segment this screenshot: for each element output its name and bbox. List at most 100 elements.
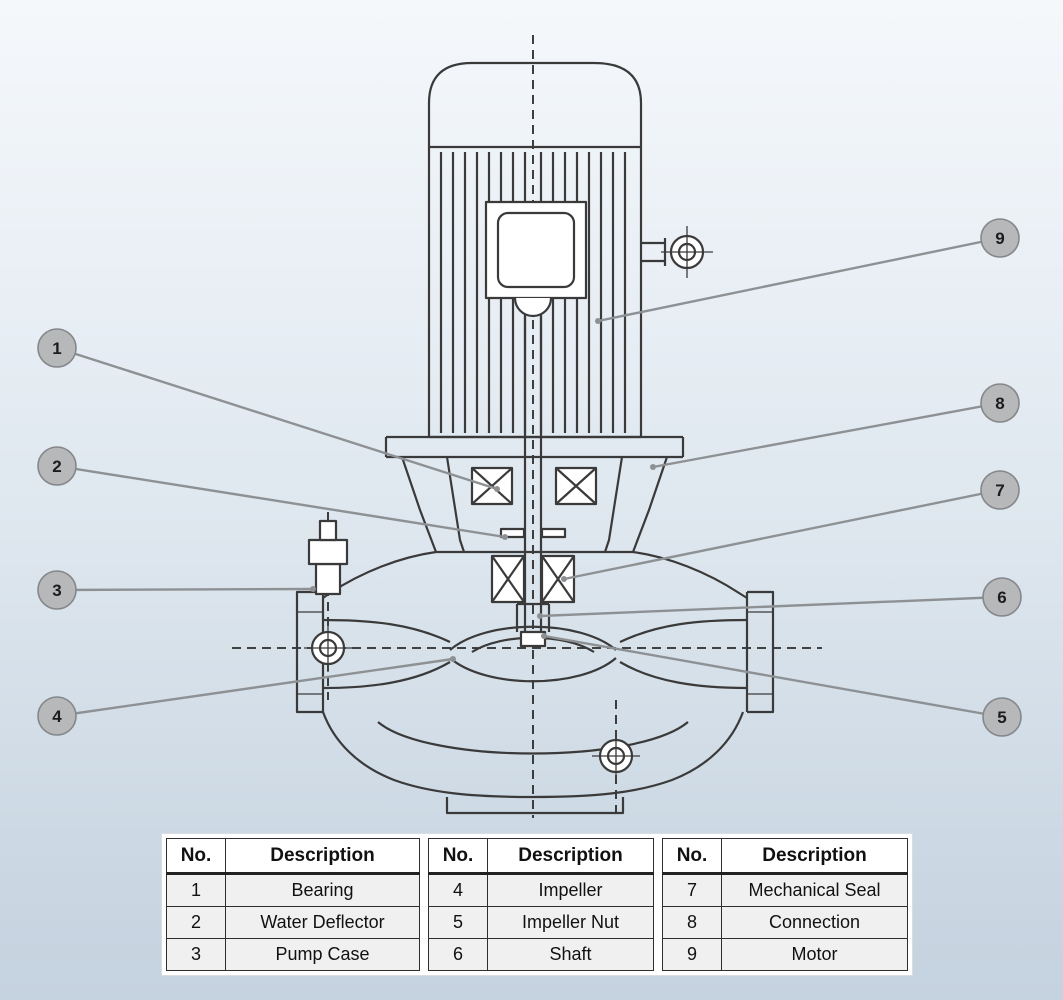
part-no-cell: 8 (662, 906, 722, 939)
leader-line-7 (563, 488, 1001, 581)
callout-number-9: 9 (995, 229, 1004, 248)
drain-plug-crosshair (592, 732, 640, 780)
part-description-cell: Motor (721, 938, 908, 971)
leader-line-2 (56, 464, 506, 539)
table-row: 7 Mechanical Seal (662, 873, 908, 907)
table-row: 9 Motor (662, 938, 908, 971)
leader-dot-3 (310, 586, 316, 592)
callout-3: 3 (37, 570, 316, 610)
leader-line-9 (597, 236, 1001, 323)
motor-pump-connection (384, 435, 685, 554)
parts-table-1: No. Description 1 Bearing 2 Water Deflec… (166, 838, 420, 971)
callout-circle-5 (982, 697, 1022, 737)
col-header-no: No. (428, 838, 488, 875)
table-row: 8 Connection (662, 906, 908, 939)
callout-number-4: 4 (52, 707, 62, 726)
callout-5: 5 (541, 633, 1022, 737)
part-no-cell: 5 (428, 906, 488, 939)
part-description-cell: Mechanical Seal (721, 873, 908, 907)
callout-number-7: 7 (995, 481, 1004, 500)
table-row: 3 Pump Case (166, 938, 420, 971)
part-no-cell: 7 (662, 873, 722, 907)
parts-tables-panel: No. Description 1 Bearing 2 Water Deflec… (161, 833, 913, 976)
leader-dot-6 (537, 613, 543, 619)
leader-dot-2 (502, 534, 508, 540)
callout-circle-9 (980, 218, 1020, 258)
table-row: 4 Impeller (428, 873, 654, 907)
table-header-row: No. Description (428, 838, 654, 875)
impeller (449, 602, 617, 683)
leader-line-3 (56, 587, 314, 592)
callout-number-5: 5 (997, 708, 1006, 727)
part-description-cell: Water Deflector (225, 906, 420, 939)
col-header-description: Description (225, 838, 420, 875)
callout-1: 1 (37, 328, 500, 492)
part-description-cell: Connection (721, 906, 908, 939)
table-row: 5 Impeller Nut (428, 906, 654, 939)
leader-line-5 (543, 634, 1003, 719)
table-row: 2 Water Deflector (166, 906, 420, 939)
callout-circle-7 (980, 470, 1020, 510)
table-row: 1 Bearing (166, 873, 420, 907)
leader-dot-4 (450, 656, 456, 662)
flange-bolt-crosshair (304, 624, 352, 672)
callout-8: 8 (650, 383, 1020, 470)
part-no-cell: 4 (428, 873, 488, 907)
col-header-no: No. (662, 838, 722, 875)
callout-number-1: 1 (52, 339, 61, 358)
leader-line-8 (652, 401, 1001, 469)
parts-table-3: No. Description 7 Mechanical Seal 8 Conn… (662, 838, 908, 971)
part-description-cell: Impeller (487, 873, 654, 907)
callout-7: 7 (561, 470, 1020, 582)
callout-number-6: 6 (997, 588, 1006, 607)
part-description-cell: Pump Case (225, 938, 420, 971)
leader-dot-1 (494, 486, 500, 492)
motor-end-cap (427, 61, 643, 147)
callout-6: 6 (537, 577, 1022, 619)
part-description-cell: Shaft (487, 938, 654, 971)
bearing-assembly (470, 466, 598, 506)
callout-number-2: 2 (52, 457, 61, 476)
part-description-cell: Bearing (225, 873, 420, 907)
table-header-row: No. Description (662, 838, 908, 875)
callout-2: 2 (37, 446, 508, 540)
impeller-nut (519, 630, 547, 648)
parts-table-2: No. Description 4 Impeller 5 Impeller Nu… (428, 838, 654, 971)
leader-line-6 (539, 595, 1003, 618)
table-header-row: No. Description (166, 838, 420, 875)
vent-plug (307, 519, 349, 596)
callout-circle-4 (37, 696, 77, 736)
leader-dot-5 (541, 633, 547, 639)
pump-case (295, 550, 775, 815)
leader-dot-8 (650, 464, 656, 470)
callout-circle-1 (37, 328, 77, 368)
callouts: 1 2 3 4 (37, 218, 1022, 737)
col-header-description: Description (721, 838, 908, 875)
motor-side-fitting (641, 226, 713, 278)
leader-line-1 (56, 346, 498, 491)
centerlines (232, 35, 822, 818)
callout-9: 9 (595, 218, 1020, 324)
water-deflector (499, 527, 567, 539)
part-no-cell: 9 (662, 938, 722, 971)
leader-dot-7 (561, 576, 567, 582)
callout-circle-2 (37, 446, 77, 486)
leader-line-4 (56, 657, 454, 718)
part-no-cell: 2 (166, 906, 226, 939)
part-no-cell: 6 (428, 938, 488, 971)
callout-circle-6 (982, 577, 1022, 617)
callout-4: 4 (37, 656, 456, 736)
part-no-cell: 3 (166, 938, 226, 971)
col-header-no: No. (166, 838, 226, 875)
part-no-cell: 1 (166, 873, 226, 907)
mechanical-seal (490, 554, 576, 604)
table-row: 6 Shaft (428, 938, 654, 971)
leader-dot-9 (595, 318, 601, 324)
part-description-cell: Impeller Nut (487, 906, 654, 939)
col-header-description: Description (487, 838, 654, 875)
callout-circle-8 (980, 383, 1020, 423)
callout-number-3: 3 (52, 581, 61, 600)
callout-number-8: 8 (995, 394, 1004, 413)
